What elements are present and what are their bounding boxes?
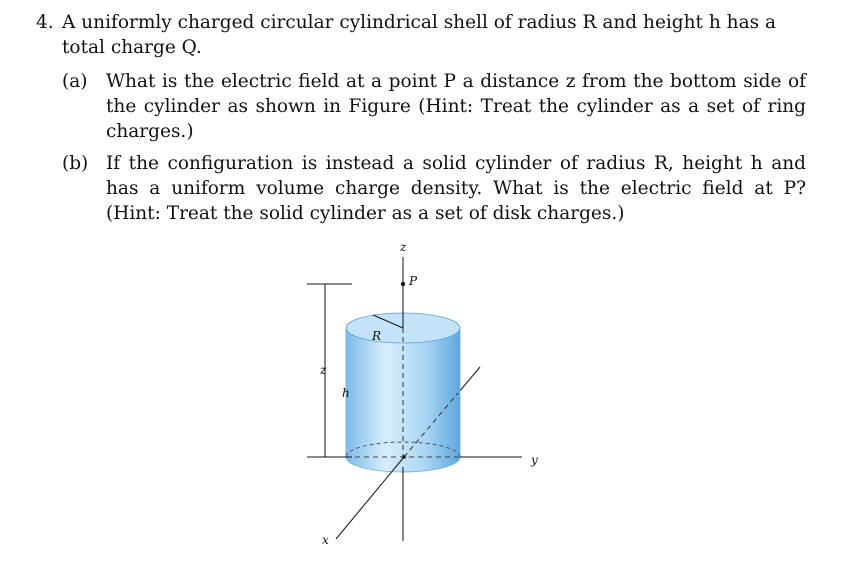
z-dim-label: z: [319, 363, 327, 377]
problem-4: 4. A uniformly charged circular cylindri…: [36, 10, 806, 233]
origin-marker: [402, 455, 406, 459]
y-axis-label: y: [530, 453, 538, 467]
problem-statement: 4. A uniformly charged circular cylindri…: [36, 10, 806, 60]
part-a-label: (a): [62, 71, 88, 92]
radius-line: [372, 314, 404, 329]
cylinder-figure: z P R z h y x: [290, 235, 570, 555]
cylinder-body: [345, 327, 461, 473]
height-label: h: [342, 386, 350, 400]
part-b-label: (b): [62, 153, 89, 174]
problem-text: A uniformly charged circular cylindrical…: [62, 12, 777, 58]
point-p-marker: [400, 281, 406, 287]
part-b: (b) If the configuration is instead a so…: [62, 151, 806, 226]
x-axis-label: x: [322, 533, 329, 547]
bottom-rim-hidden: [345, 441, 461, 458]
radius-label: R: [371, 329, 381, 343]
part-a: (a) What is the electric field at a poin…: [62, 69, 806, 144]
problem-parts: (a) What is the electric field at a poin…: [62, 69, 806, 226]
x-axis-front: [335, 456, 405, 540]
x-axis-hidden: [403, 392, 459, 458]
part-a-text: What is the electric field at a point P …: [106, 71, 806, 142]
point-p-label: P: [408, 274, 418, 288]
cylinder-diagram: z P R z h y x: [307, 240, 538, 547]
part-b-text: If the configuration is instead a solid …: [106, 153, 806, 224]
z-axis-label: z: [399, 240, 407, 254]
problem-number: 4.: [36, 12, 54, 33]
